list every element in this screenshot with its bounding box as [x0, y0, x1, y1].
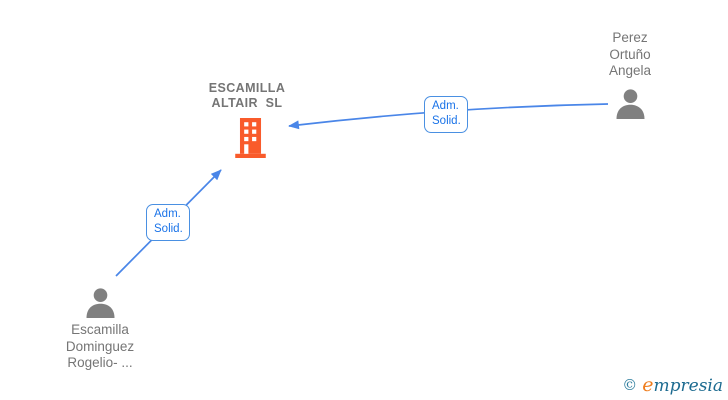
person-name-line: Ortuño [609, 46, 651, 62]
person-icon[interactable] [613, 89, 648, 119]
edge-label-line: Adm. [154, 208, 181, 220]
person-icon[interactable] [83, 288, 118, 318]
person-name: Escamilla Dominguez Rogelio- ... [40, 322, 160, 372]
person-name-line: Escamilla [71, 322, 129, 337]
logo-letter-e: e [642, 374, 654, 396]
person-name-line: Rogelio- ... [67, 355, 133, 370]
logo-rest: mpresia [653, 376, 724, 396]
edge-label-line: Solid. [154, 223, 183, 235]
edge-label-adm-solid-bottom[interactable]: Adm. Solid. [146, 204, 190, 241]
empresia-logo: © empresia [622, 374, 723, 396]
person-name-line: Perez [612, 30, 648, 45]
person-name: Perez Ortuño Angela [570, 30, 690, 80]
building-icon[interactable] [234, 118, 267, 158]
empresia-wordmark: empresia [642, 374, 723, 396]
edge-label-line: Solid. [432, 115, 461, 127]
company-name: ESCAMILLA ALTAIR SL [157, 81, 337, 110]
person-name-line: Dominguez [65, 338, 135, 354]
company-name-line: ALTAIR SL [211, 95, 283, 110]
edge-label-line: Adm. [432, 100, 459, 112]
person-name-line: Angela [608, 63, 652, 78]
company-name-line: ESCAMILLA [208, 81, 286, 95]
copyright-icon: © [622, 376, 638, 394]
edge-label-adm-solid-top[interactable]: Adm. Solid. [424, 96, 468, 133]
